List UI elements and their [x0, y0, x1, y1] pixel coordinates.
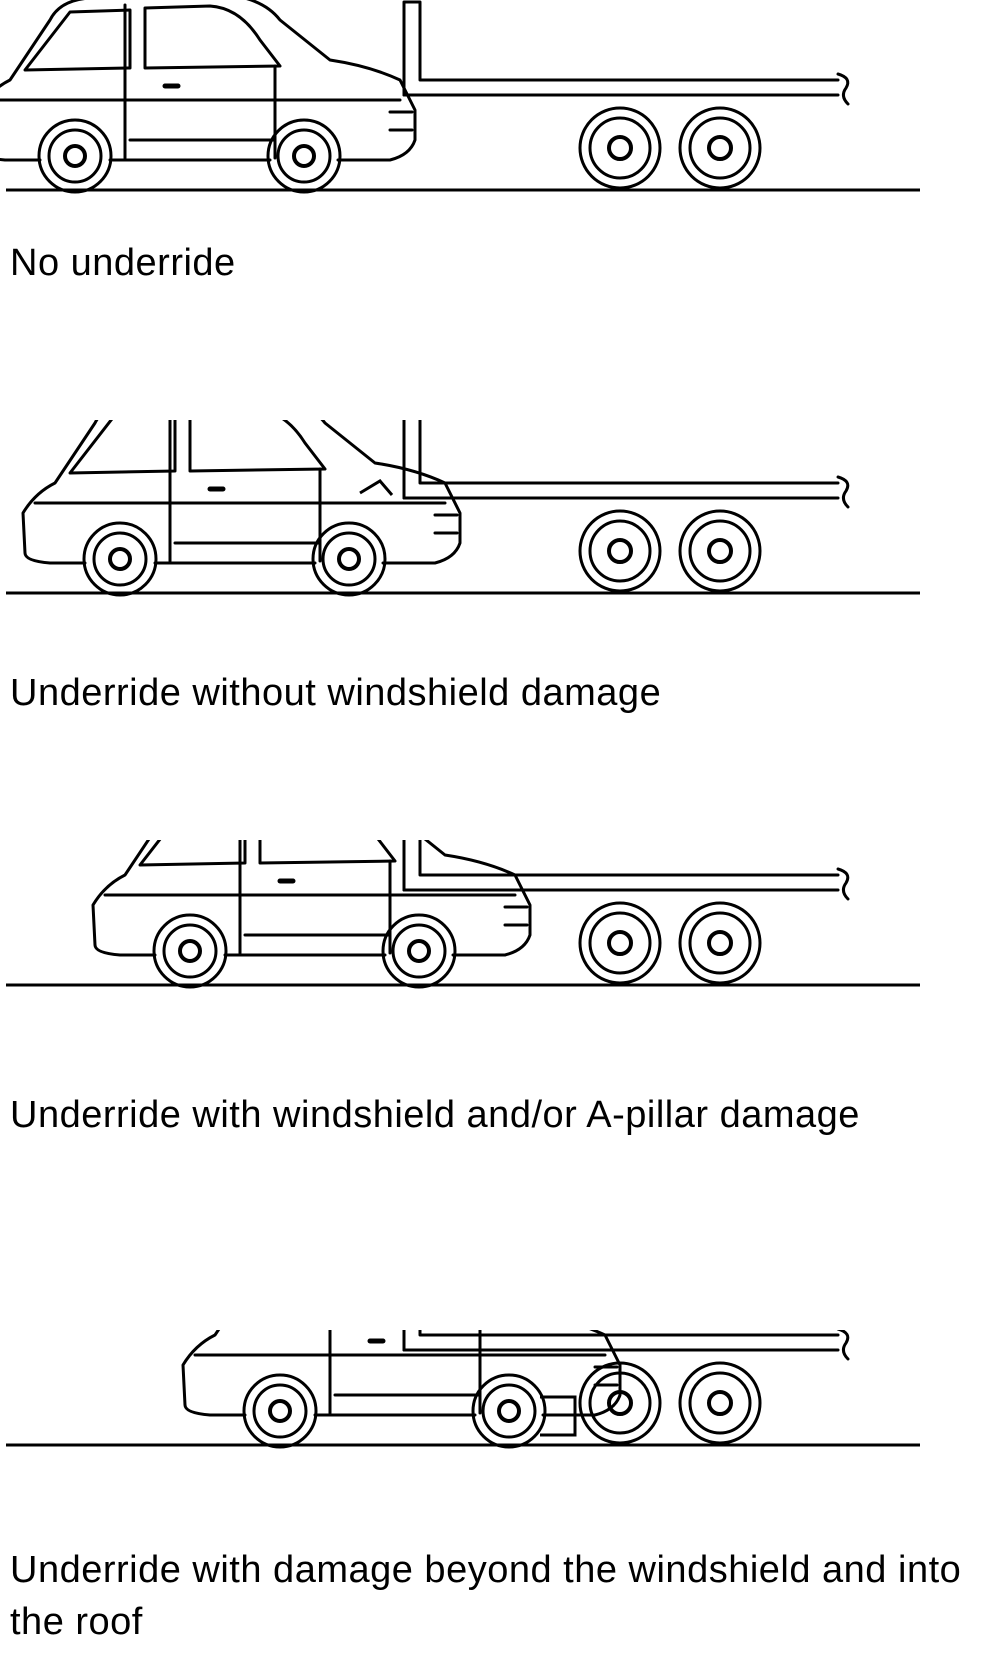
car-drawing: [23, 420, 460, 595]
trailer-drawing: [402, 1330, 850, 1445]
car-drawing: [0, 0, 415, 192]
caption-underride-roof-damage: Underride with damage beyond the windshi…: [10, 1549, 962, 1643]
illustration-no-underride: [0, 0, 920, 230]
panel-underride-windshield-a-pillar-damage: Underride with windshield and/or A-pilla…: [0, 840, 1005, 1140]
caption-underride-windshield-a-pillar-damage: Underride with windshield and/or A-pilla…: [10, 1094, 860, 1136]
illustration-underride-windshield-a-pillar-damage: [6, 840, 920, 1080]
trailer-drawing: [402, 0, 850, 190]
panel-no-underride: No underride: [0, 0, 1005, 290]
trailer-drawing: [402, 420, 850, 593]
panel-underride-without-windshield-damage: Underride without windshield damage: [0, 420, 1005, 720]
illustration-underride-without-windshield-damage: [6, 420, 920, 660]
illustration-underride-roof-damage: [6, 1330, 920, 1540]
panel-underride-roof-damage: Underride with damage beyond the windshi…: [0, 1330, 1005, 1664]
car-drawing: [183, 1330, 620, 1447]
trailer-drawing: [402, 840, 850, 985]
caption-underride-without-windshield-damage: Underride without windshield damage: [10, 672, 662, 714]
car-drawing: [93, 840, 530, 987]
caption-no-underride: No underride: [10, 242, 236, 284]
crushed-front-mark: [540, 1395, 577, 1437]
crumple-mark: [359, 479, 394, 496]
